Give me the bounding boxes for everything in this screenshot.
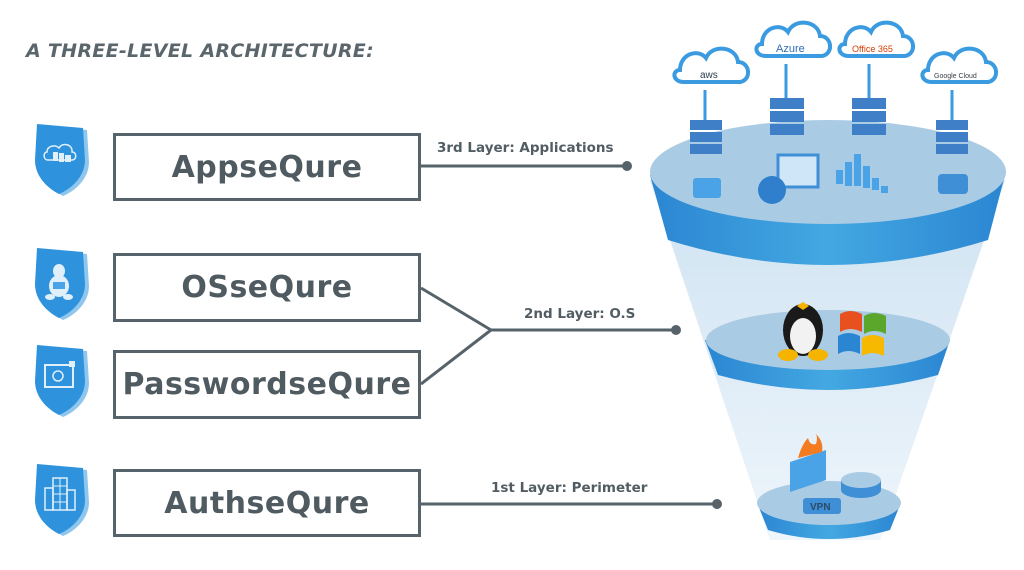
- cloud-apps-shield-icon: [35, 124, 89, 196]
- connector-dot-perimeter: [712, 499, 722, 509]
- product-name: PasswordseQure: [122, 367, 412, 402]
- globe-monitor-icon: [758, 153, 820, 204]
- product-box-authsequre: AuthseQure: [113, 469, 421, 537]
- windows-logo-icon: [838, 311, 886, 356]
- security-funnel: aws Azure Office 365 Google Cloud: [650, 20, 1006, 540]
- layer-label-perimeter: 1st Layer: Perimeter: [491, 480, 648, 496]
- server-icon: [690, 120, 722, 154]
- product-name: AppseQure: [171, 149, 363, 185]
- vpn-tunnel-icon: VPN: [803, 498, 841, 514]
- cloud-label-google: Google Cloud: [934, 73, 977, 80]
- product-name: OSseQure: [181, 270, 353, 305]
- user-card-icon: [693, 178, 721, 198]
- vpn-label: VPN: [810, 502, 831, 513]
- connector-dot-os: [671, 325, 681, 335]
- diagram-title: A THREE-LEVEL ARCHITECTURE:: [26, 40, 374, 62]
- building-shield-icon: [35, 464, 89, 536]
- product-name: AuthseQure: [164, 485, 370, 521]
- cloud-azure: Azure: [754, 20, 832, 135]
- cloud-label-azure: Azure: [776, 43, 805, 55]
- funnel-top-surface: [650, 120, 1006, 224]
- cloud-label-office365: Office 365: [852, 44, 893, 54]
- cloud-aws: aws: [672, 46, 750, 154]
- linux-penguin-icon: [778, 302, 828, 361]
- cloud-google: Google Cloud: [920, 46, 998, 154]
- connector-os-top: [420, 286, 492, 332]
- firewall-icon: [790, 434, 826, 492]
- connector-passwords: [420, 328, 492, 386]
- server-icon: [770, 98, 804, 135]
- password-vault-shield-icon: [35, 345, 89, 417]
- product-box-passwordsequre: PasswordseQure: [113, 350, 421, 419]
- funnel-middle-surface: [706, 310, 950, 370]
- layer-label-applications: 3rd Layer: Applications: [437, 140, 614, 156]
- server-icon: [852, 98, 886, 135]
- linux-penguin-shield-icon: [35, 248, 89, 320]
- product-box-appsequre: AppseQure: [113, 133, 421, 201]
- bar-chart-icon: [836, 154, 888, 193]
- server-icon: [936, 120, 968, 154]
- cloud-label-aws: aws: [700, 70, 718, 81]
- cloud-office365: Office 365: [837, 20, 915, 135]
- layer-label-os: 2nd Layer: O.S: [524, 306, 636, 322]
- connector-dot-applications: [622, 161, 632, 171]
- product-box-ossequre: OSseQure: [113, 253, 421, 322]
- chart-card-icon: [938, 174, 968, 194]
- router-icon: [841, 472, 881, 498]
